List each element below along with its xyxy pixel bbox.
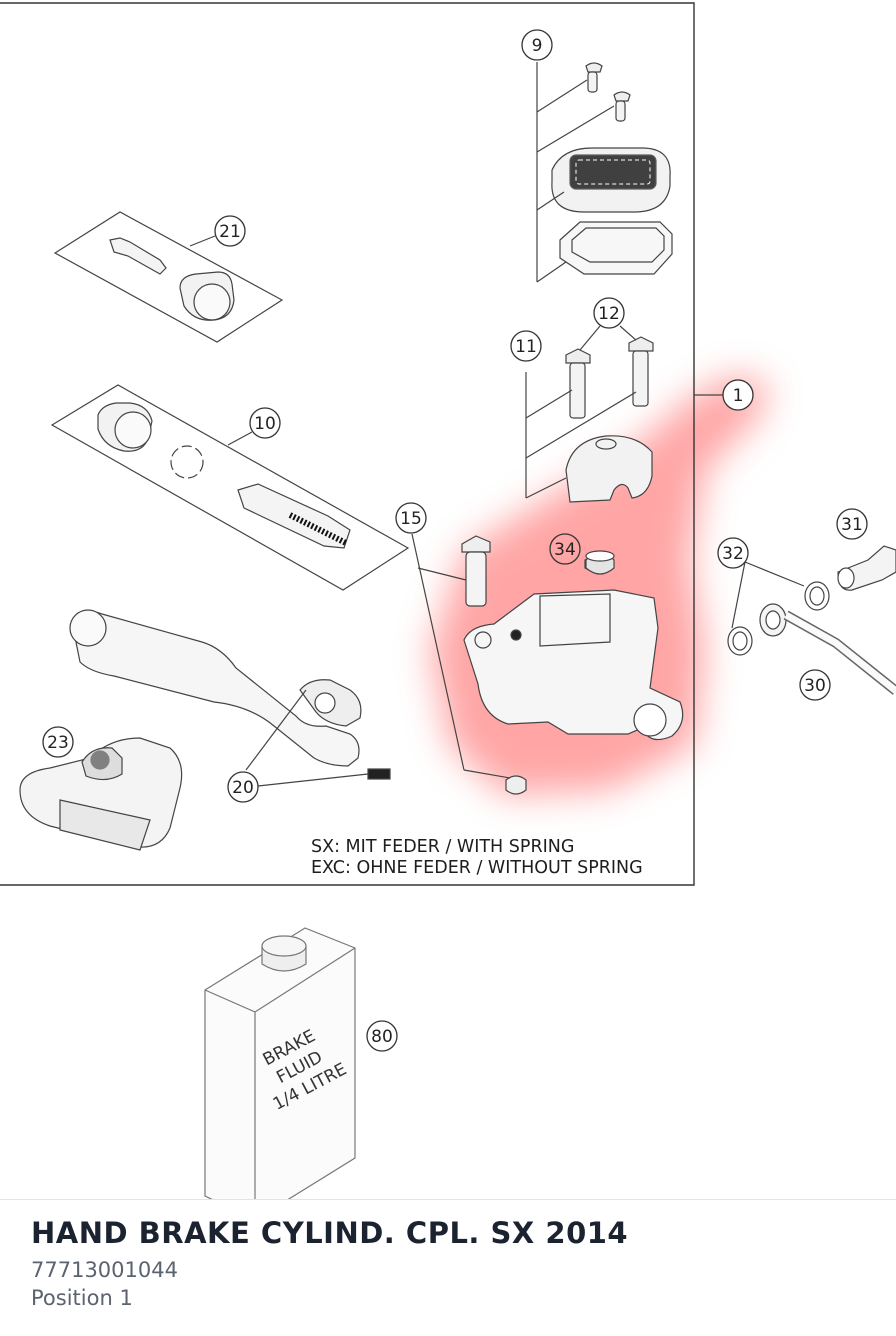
part-group-11-12[interactable] [525, 325, 654, 503]
callout-12[interactable]: 12 [598, 304, 620, 324]
callout-1[interactable]: 1 [733, 386, 744, 406]
exploded-parts-diagram: 1 9 10 11 12 15 20 21 23 30 31 32 34 80 … [0, 2, 896, 1200]
callout-30[interactable]: 30 [804, 676, 826, 696]
callout-9[interactable]: 9 [532, 36, 543, 56]
seal-34[interactable] [585, 550, 615, 575]
master-cylinder-housing[interactable] [461, 535, 684, 795]
part-15-leaders [411, 533, 511, 779]
part-title: HAND BRAKE CYLIND. CPL. SX 2014 [31, 1216, 629, 1250]
diagram-frame [0, 2, 695, 886]
spring-note: SX: MIT FEDER / WITH SPRING EXC: OHNE FE… [311, 837, 643, 878]
spring-note-line-2: EXC: OHNE FEDER / WITHOUT SPRING [311, 858, 643, 878]
spring-note-line-1: SX: MIT FEDER / WITH SPRING [311, 837, 574, 857]
callout-34[interactable]: 34 [554, 540, 576, 560]
callout-11[interactable]: 11 [515, 337, 537, 357]
brake-fluid-bottle[interactable] [204, 927, 356, 1200]
callout-31[interactable]: 31 [841, 515, 863, 535]
brake-hose-assembly[interactable] [727, 545, 896, 695]
callout-80[interactable]: 80 [371, 1027, 393, 1047]
callout-23[interactable]: 23 [47, 733, 69, 753]
part-number: 77713001044 [31, 1258, 178, 1282]
lever-guard[interactable] [19, 737, 183, 851]
part-info-panel: HAND BRAKE CYLIND. CPL. SX 2014 77713001… [0, 1199, 896, 1336]
callout-bubbles [42, 29, 868, 1052]
callout-32[interactable]: 32 [722, 544, 744, 564]
callout-10[interactable]: 10 [254, 414, 276, 434]
part-group-21[interactable] [53, 211, 284, 343]
part-position: Position 1 [31, 1286, 133, 1310]
callout-21[interactable]: 21 [219, 222, 241, 242]
callout-20[interactable]: 20 [232, 778, 254, 798]
brake-lever[interactable] [69, 609, 391, 787]
part-group-10[interactable] [50, 384, 410, 591]
callout-15[interactable]: 15 [400, 509, 422, 529]
part-group-9[interactable] [536, 62, 673, 283]
callout-labels: 1 9 10 11 12 15 20 21 23 30 31 32 34 80 [47, 36, 863, 1047]
